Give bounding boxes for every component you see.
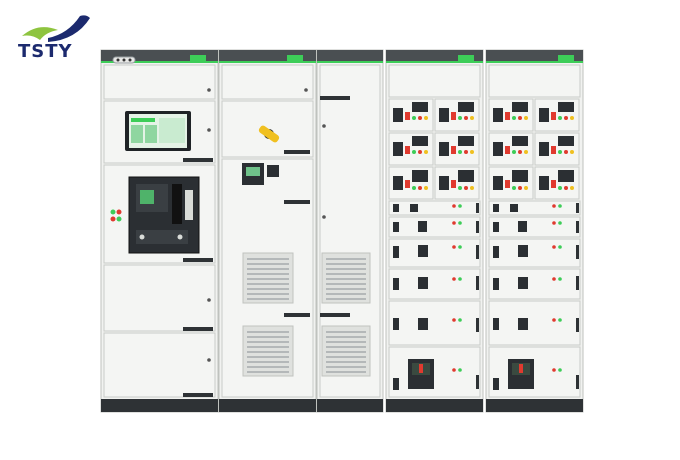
cabinet-mcc-1 (385, 49, 484, 413)
cabinet-ventilated (316, 49, 384, 413)
motor-control-drawers (388, 98, 481, 398)
indicator-light-icon (116, 216, 122, 222)
ventilation-grille-icon (321, 325, 371, 377)
tsty-logo-text: TSTY (18, 41, 73, 62)
ventilation-grille-icon (242, 252, 294, 304)
tsty-logo-swoosh-icon (22, 15, 90, 43)
switchboard (100, 49, 584, 413)
cabinet-rotary-switch (218, 49, 317, 413)
indicator-light-icon (110, 209, 116, 215)
cabinet-hmi-breaker (100, 49, 219, 413)
indicator-light-icon (116, 209, 122, 215)
ventilation-grille-icon (321, 252, 371, 304)
indicator-light-icon (110, 216, 116, 222)
ventilation-grille-icon (242, 325, 294, 377)
cabinet-mcc-2 (485, 49, 584, 413)
rotary-handle-icon (258, 125, 280, 143)
